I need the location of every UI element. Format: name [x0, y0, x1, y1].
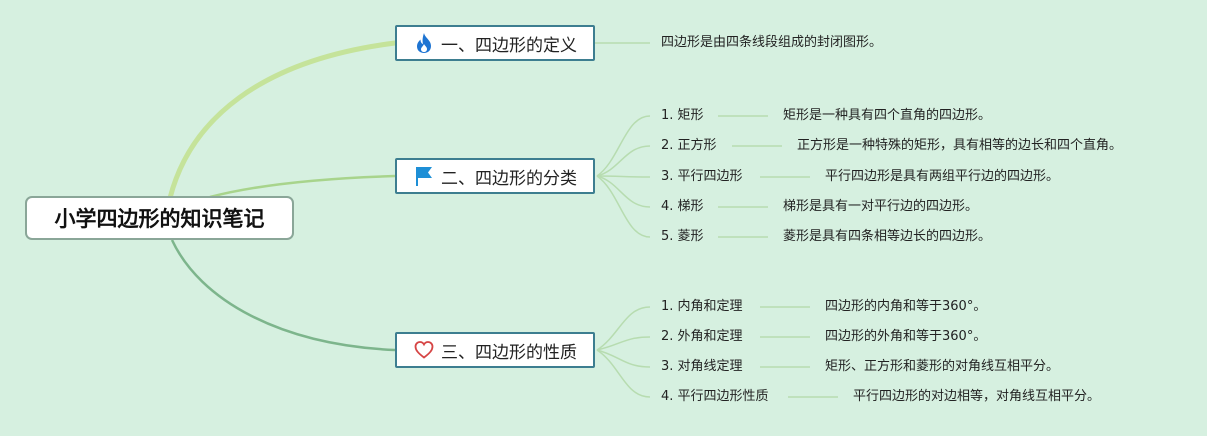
- branch-classification-title: 二、四边形的分类: [441, 168, 577, 189]
- classify-desc-rectangle: 矩形是一种具有四个直角的四边形。: [783, 108, 992, 123]
- connector-classify-4: [596, 175, 651, 208]
- connector-property-3: [596, 349, 651, 368]
- connector-root-branch-2: [209, 174, 396, 199]
- root-node[interactable]: 小学四边形的知识笔记: [25, 196, 294, 240]
- property-desc-diagonal: 矩形、正方形和菱形的对角线互相平分。: [825, 359, 1060, 374]
- property-label-parallelogram[interactable]: 4. 平行四边形性质: [661, 389, 769, 404]
- connector-classify-3: [596, 175, 651, 178]
- connector-property-4: [596, 349, 651, 398]
- classify-label-rhombus[interactable]: 5. 菱形: [661, 229, 704, 244]
- classify-desc-square: 正方形是一种特殊的矩形，具有相等的边长和四个直角。: [797, 138, 1123, 153]
- definition-text: 四边形是由四条线段组成的封闭图形。: [661, 35, 883, 50]
- property-label-interior-angle[interactable]: 1. 内角和定理: [661, 299, 743, 314]
- branch-definition[interactable]: 一、四边形的定义: [395, 25, 595, 61]
- branch-properties[interactable]: 三、四边形的性质: [395, 332, 595, 368]
- branch-classification[interactable]: 二、四边形的分类: [395, 158, 595, 194]
- property-label-diagonal[interactable]: 3. 对角线定理: [661, 359, 743, 374]
- classify-label-rectangle[interactable]: 1. 矩形: [661, 108, 704, 123]
- connector-classify-2: [596, 145, 651, 177]
- classify-label-trapezoid[interactable]: 4. 梯形: [661, 199, 704, 214]
- property-label-exterior-angle[interactable]: 2. 外角和定理: [661, 329, 743, 344]
- property-desc-parallelogram: 平行四边形的对边相等，对角线互相平分。: [853, 389, 1101, 404]
- classify-desc-rhombus: 菱形是具有四条相等边长的四边形。: [783, 229, 992, 244]
- connector-property-2: [596, 336, 651, 351]
- connector-root-branch-1: [167, 40, 398, 201]
- property-desc-exterior-angle: 四边形的外角和等于360°。: [825, 329, 987, 344]
- connector-classify-5: [596, 175, 651, 238]
- heart-icon: [413, 339, 435, 361]
- classify-desc-trapezoid: 梯形是具有一对平行边的四边形。: [783, 199, 979, 214]
- classify-label-square[interactable]: 2. 正方形: [661, 138, 717, 153]
- connector-classify-1: [596, 115, 651, 177]
- classify-label-parallelogram[interactable]: 3. 平行四边形: [661, 169, 743, 184]
- flag-icon: [413, 165, 435, 187]
- property-desc-interior-angle: 四边形的内角和等于360°。: [825, 299, 987, 314]
- branch-definition-title: 一、四边形的定义: [441, 35, 577, 56]
- branch-properties-title: 三、四边形的性质: [441, 342, 577, 363]
- classify-desc-parallelogram: 平行四边形是具有两组平行边的四边形。: [825, 169, 1060, 184]
- fire-icon: [413, 32, 435, 54]
- connector-property-1: [596, 306, 651, 351]
- root-title: 小学四边形的知识笔记: [54, 207, 265, 231]
- connector-root-branch-3: [170, 239, 396, 352]
